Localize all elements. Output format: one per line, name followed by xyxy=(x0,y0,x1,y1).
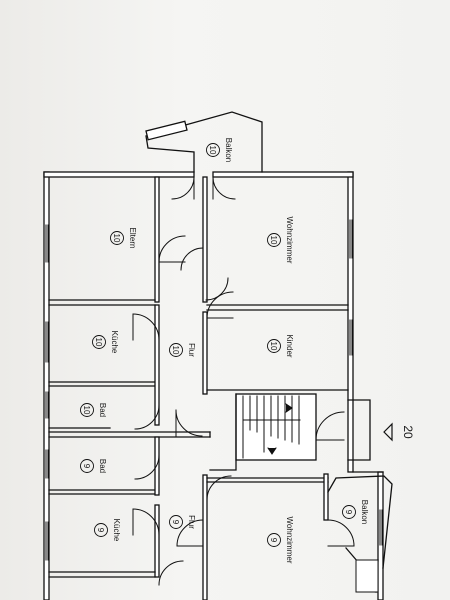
room-label-balkon-bottom: Balkon 9 xyxy=(342,500,369,524)
room-number-circle xyxy=(342,505,356,519)
room-label-kueche-bottom: Küche 9 xyxy=(94,519,121,542)
room-number-circle xyxy=(267,339,281,353)
room-name: Eltern xyxy=(128,228,137,249)
room-number-circle xyxy=(267,233,281,247)
room-number-circle xyxy=(169,515,183,529)
interior-walls-bottom xyxy=(48,436,329,600)
room-label-kueche-top: Küche 10 xyxy=(92,331,119,354)
room-name: Wohnzimmer xyxy=(285,217,294,264)
room-number-circle xyxy=(94,523,108,537)
room-label-eltern: Eltern 10 xyxy=(110,228,137,249)
room-number-circle xyxy=(110,231,124,245)
room-label-flur-top: Flur 10 xyxy=(169,343,196,357)
interior-walls-top xyxy=(48,176,349,429)
room-number-circle xyxy=(80,403,94,417)
room-number: 10 xyxy=(82,406,91,415)
room-number-circle xyxy=(169,343,183,357)
room-name: Balkon xyxy=(224,138,233,162)
room-number-circle xyxy=(92,335,106,349)
room-name: Flur xyxy=(187,515,196,529)
room-label-kinder: Kinder 10 xyxy=(267,334,294,358)
room-number: 9 xyxy=(171,520,180,525)
room-number: 10 xyxy=(208,146,217,155)
room-name: Wohnzimmer xyxy=(285,517,294,564)
room-label-bad-bottom: Bad 9 xyxy=(80,459,107,473)
room-label-wohnzimmer-bottom: Wohnzimmer 9 xyxy=(267,517,294,564)
windows-left xyxy=(45,224,49,561)
entrance-marker xyxy=(383,422,393,442)
entrance-number: 20 xyxy=(401,425,415,439)
balcony-bottom-outline xyxy=(327,475,393,593)
room-number: 10 xyxy=(112,234,121,243)
room-number: 9 xyxy=(344,510,353,515)
room-number: 10 xyxy=(171,346,180,355)
room-number-circle xyxy=(206,143,220,157)
room-number-circle xyxy=(267,533,281,547)
room-number: 9 xyxy=(269,538,278,543)
doors-bottom xyxy=(132,454,232,586)
room-name: Küche xyxy=(110,331,119,354)
doors-top xyxy=(132,235,234,430)
room-name: Bad xyxy=(98,403,107,417)
entrance-number-text: 20 xyxy=(401,425,415,439)
room-number: 10 xyxy=(94,338,103,347)
room-label-flur-bottom: Flur 9 xyxy=(169,515,196,529)
room-name: Balkon xyxy=(360,500,369,524)
room-name: Kinder xyxy=(285,334,294,357)
windows-right xyxy=(349,219,383,546)
staircase xyxy=(235,393,371,461)
room-name: Küche xyxy=(112,519,121,542)
room-label-balkon-top: Balkon 10 xyxy=(206,138,233,162)
room-label-wohnzimmer-top: Wohnzimmer 10 xyxy=(267,217,294,264)
room-number: 9 xyxy=(96,528,105,533)
room-number: 10 xyxy=(269,342,278,351)
room-name: Flur xyxy=(187,343,196,357)
balcony-top-outline xyxy=(145,111,263,200)
room-number: 10 xyxy=(269,236,278,245)
room-number: 9 xyxy=(82,464,91,469)
room-name: Bad xyxy=(98,459,107,473)
flat-separator xyxy=(48,393,237,471)
room-label-bad-top: Bad 10 xyxy=(80,403,107,417)
room-number-circle xyxy=(80,459,94,473)
